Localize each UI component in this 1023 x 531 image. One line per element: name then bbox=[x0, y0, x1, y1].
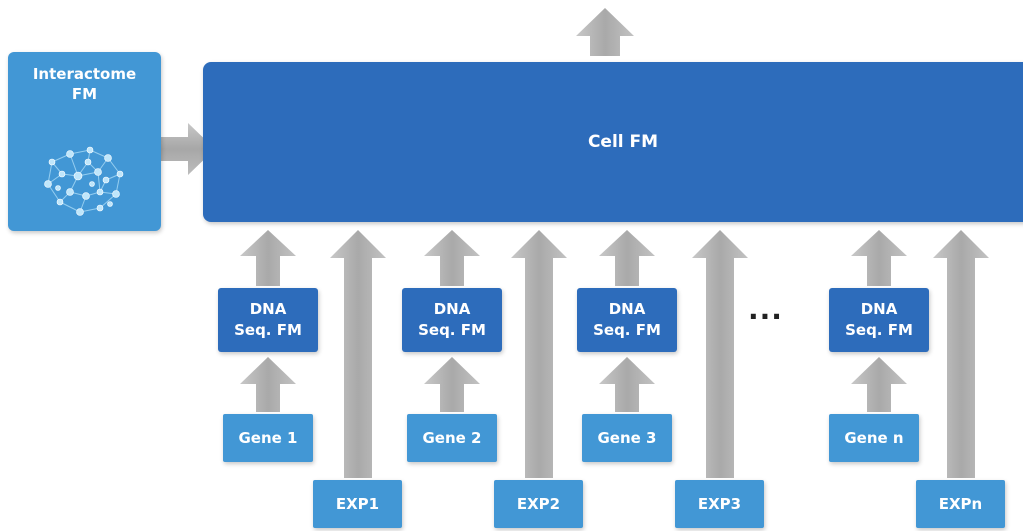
exp-label: EXP2 bbox=[516, 495, 561, 513]
dna-box-line2: Seq. FM bbox=[418, 321, 486, 339]
exp-box-n: EXPn bbox=[916, 480, 1005, 528]
dna2-to-cell-arrow bbox=[424, 230, 480, 286]
dna4-to-cell-arrow bbox=[851, 230, 907, 286]
dna-box-line2: Seq. FM bbox=[845, 321, 913, 339]
exp-box-1: EXP1 bbox=[313, 480, 402, 528]
gene-label: Gene 3 bbox=[597, 429, 657, 447]
dna-box-line1: DNA bbox=[860, 300, 898, 318]
interactome-title-line1: Interactome bbox=[32, 65, 137, 83]
dna-box-line2: Seq. FM bbox=[234, 321, 302, 339]
cell-fm-label: Cell FM bbox=[587, 132, 659, 152]
dna-seq-fm-box-3: DNA Seq. FM bbox=[577, 288, 677, 352]
dna-seq-fm-box-1: DNA Seq. FM bbox=[218, 288, 318, 352]
dna1-to-cell-arrow bbox=[240, 230, 296, 286]
genen-to-dna-arrow bbox=[851, 357, 907, 412]
gene1-to-dna-arrow bbox=[240, 357, 296, 412]
exp-box-2: EXP2 bbox=[494, 480, 583, 528]
gene2-to-dna-arrow bbox=[424, 357, 480, 412]
gene-label: Gene 2 bbox=[422, 429, 482, 447]
dna-box-line1: DNA bbox=[608, 300, 646, 318]
exp-label: EXPn bbox=[938, 495, 983, 513]
output-arrow bbox=[576, 8, 634, 56]
dna-box-line2: Seq. FM bbox=[593, 321, 661, 339]
exp2-to-cell-arrow bbox=[511, 230, 567, 478]
exp-label: EXP3 bbox=[697, 495, 742, 513]
gene-label: Gene n bbox=[844, 429, 904, 447]
dna-seq-fm-box-4: DNA Seq. FM bbox=[829, 288, 929, 352]
expn-to-cell-arrow bbox=[933, 230, 989, 478]
dna-box-line1: DNA bbox=[249, 300, 287, 318]
gene-box-3: Gene 3 bbox=[582, 414, 672, 462]
dna3-to-cell-arrow bbox=[599, 230, 655, 286]
interactome-to-cell-arrow bbox=[153, 123, 215, 175]
dna-box-line1: DNA bbox=[433, 300, 471, 318]
gene3-to-dna-arrow bbox=[599, 357, 655, 412]
dna-seq-fm-box-2: DNA Seq. FM bbox=[402, 288, 502, 352]
gene-box-2: Gene 2 bbox=[407, 414, 497, 462]
ellipsis-separator: ··· bbox=[748, 300, 783, 333]
exp3-to-cell-arrow bbox=[692, 230, 748, 478]
exp-label: EXP1 bbox=[335, 495, 380, 513]
interactome-fm-box: Interactome FM bbox=[8, 52, 161, 231]
gene-box-1: Gene 1 bbox=[223, 414, 313, 462]
interactome-title-line2: FM bbox=[71, 85, 98, 103]
exp1-to-cell-arrow bbox=[330, 230, 386, 478]
gene-label: Gene 1 bbox=[238, 429, 298, 447]
gene-box-n: Gene n bbox=[829, 414, 919, 462]
network-graph-icon bbox=[44, 146, 124, 216]
exp-box-3: EXP3 bbox=[675, 480, 764, 528]
cell-fm-box: Cell FM bbox=[203, 62, 1023, 222]
